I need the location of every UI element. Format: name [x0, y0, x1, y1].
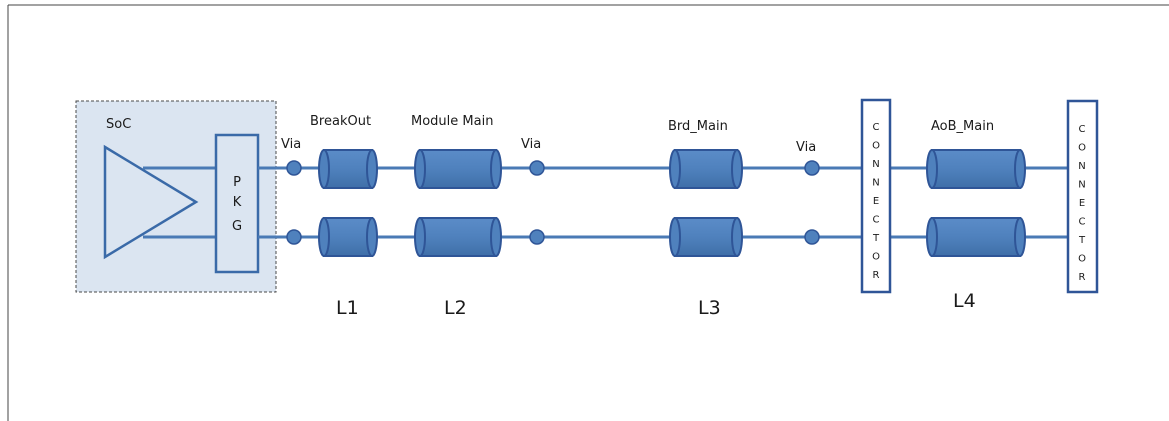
l3-cylinder-top	[669, 149, 743, 189]
connector-right-letter: R	[1079, 272, 1086, 283]
connector-right-letter: N	[1078, 180, 1085, 191]
connector-right-letter: O	[1078, 254, 1086, 265]
via-label: Via	[521, 137, 541, 152]
pkg-letter: G	[232, 219, 242, 234]
via-label: Via	[796, 140, 816, 155]
l2-cylinder-bottom	[414, 217, 502, 257]
connector-right-letter: C	[1079, 124, 1086, 135]
breakout-label: BreakOut	[310, 114, 371, 129]
connector-right-letter: O	[1078, 143, 1086, 154]
pkg-box	[214, 133, 260, 274]
connector-left-letter: N	[872, 159, 879, 170]
via-dot	[286, 229, 302, 245]
segment-label-l4: L4	[953, 290, 976, 312]
connector-left-letter: E	[873, 196, 879, 207]
connector-left-letter: T	[872, 233, 880, 244]
connector-left	[860, 98, 892, 294]
soc-label: SoC	[106, 117, 131, 132]
l1-cylinder-bottom	[318, 217, 378, 257]
connector-left-letter: C	[873, 215, 880, 226]
l3-cylinder-bottom	[669, 217, 743, 257]
via-dot	[286, 160, 302, 176]
aob-main-label: AoB_Main	[931, 119, 994, 134]
buffer-triangle	[103, 144, 199, 260]
l1-cylinder-top	[318, 149, 378, 189]
l4-cylinder-bottom	[926, 217, 1026, 257]
l2-cylinder-top	[414, 149, 502, 189]
connector-right-letter: C	[1079, 217, 1086, 228]
connector-right	[1066, 99, 1099, 294]
connector-right-letter: E	[1079, 198, 1085, 209]
segment-label-l1: L1	[336, 297, 359, 319]
pkg-letter: K	[233, 195, 242, 210]
via-dot	[529, 160, 545, 176]
segment-label-l3: L3	[698, 297, 721, 319]
segment-label-l2: L2	[444, 297, 467, 319]
l4-cylinder-top	[926, 149, 1026, 189]
connector-left-letter: C	[873, 122, 880, 133]
connector-left-letter: O	[872, 141, 880, 152]
connector-left-letter: N	[872, 178, 879, 189]
pkg-letter: P	[233, 175, 241, 190]
brd-main-label: Brd_Main	[668, 119, 728, 134]
via-dot	[529, 229, 545, 245]
connector-left-letter: O	[872, 252, 880, 263]
via-dot	[804, 160, 820, 176]
via-label: Via	[281, 137, 301, 152]
connector-left-letter: R	[873, 270, 880, 281]
via-dot	[804, 229, 820, 245]
module-main-label: Module Main	[411, 114, 493, 129]
connector-right-letter: N	[1078, 161, 1085, 172]
connector-right-letter: T	[1078, 235, 1086, 246]
